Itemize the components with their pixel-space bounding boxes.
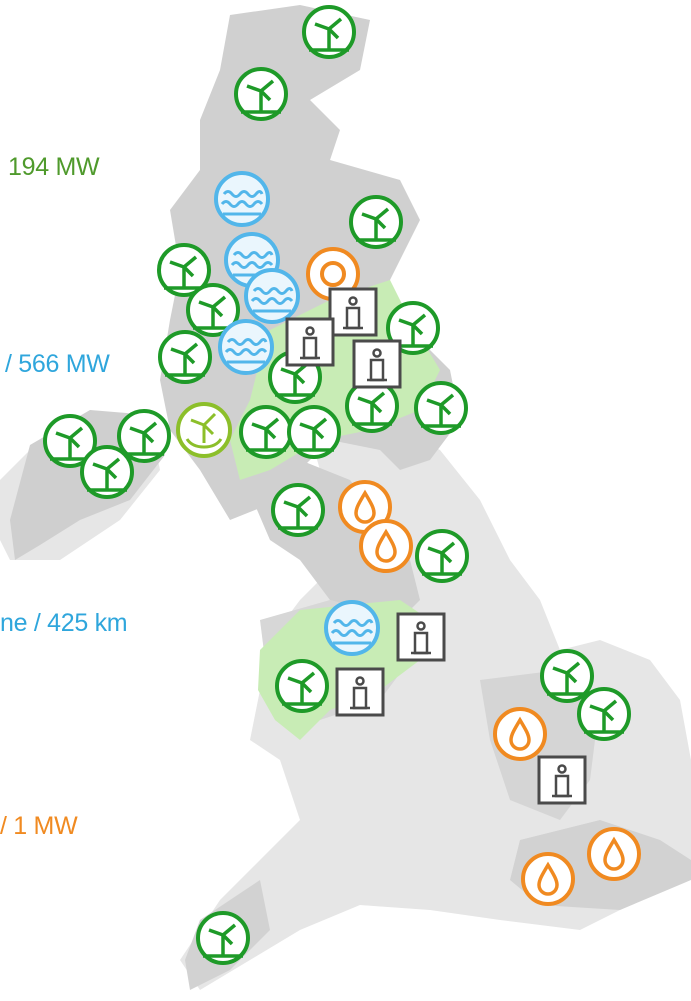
- wind-turbine-icon[interactable]: [301, 4, 357, 60]
- office-building-icon[interactable]: [536, 754, 588, 806]
- wind-turbine-icon[interactable]: [195, 910, 251, 966]
- legend-onshore-wind: 194 MW: [8, 153, 100, 181]
- wind-turbine-icon[interactable]: [539, 648, 595, 704]
- office-building-icon[interactable]: [334, 666, 386, 718]
- wind-turbine-icon[interactable]: [414, 528, 470, 584]
- wind-turbine-icon[interactable]: [116, 408, 172, 464]
- office-building-icon[interactable]: [351, 338, 403, 390]
- gas-flame-icon[interactable]: [492, 706, 548, 762]
- wind-turbine-icon[interactable]: [157, 329, 213, 385]
- wind-turbine-icon[interactable]: [233, 66, 289, 122]
- gas-flame-icon[interactable]: [358, 518, 414, 574]
- legend-hydro: / 566 MW: [5, 350, 110, 378]
- legend-gas: / 1 MW: [0, 812, 78, 840]
- office-building-icon[interactable]: [284, 316, 336, 368]
- wind-turbine-icon[interactable]: [42, 413, 98, 469]
- legend-pipeline: ne / 425 km: [0, 609, 128, 637]
- wind-turbine-icon[interactable]: [348, 194, 404, 250]
- wind-turbine-icon[interactable]: [79, 444, 135, 500]
- gas-flame-icon[interactable]: [520, 851, 576, 907]
- hydro-water-icon[interactable]: [323, 599, 381, 657]
- wind-turbine-icon[interactable]: [238, 404, 294, 460]
- wind-turbine-icon[interactable]: [156, 242, 212, 298]
- gas-flame-icon[interactable]: [586, 826, 642, 882]
- wind-turbine-icon[interactable]: [286, 404, 342, 460]
- wind-turbine-icon[interactable]: [185, 282, 241, 338]
- wind-turbine-icon[interactable]: [576, 686, 632, 742]
- wind-turbine-icon[interactable]: [270, 482, 326, 538]
- hydro-water-icon[interactable]: [213, 170, 271, 228]
- offshore-wind-icon[interactable]: [175, 401, 233, 459]
- office-building-icon[interactable]: [327, 286, 379, 338]
- office-building-icon[interactable]: [395, 611, 447, 663]
- wind-turbine-icon[interactable]: [413, 380, 469, 436]
- wind-turbine-icon[interactable]: [274, 658, 330, 714]
- hydro-water-icon[interactable]: [243, 267, 301, 325]
- hydro-water-icon[interactable]: [217, 318, 275, 376]
